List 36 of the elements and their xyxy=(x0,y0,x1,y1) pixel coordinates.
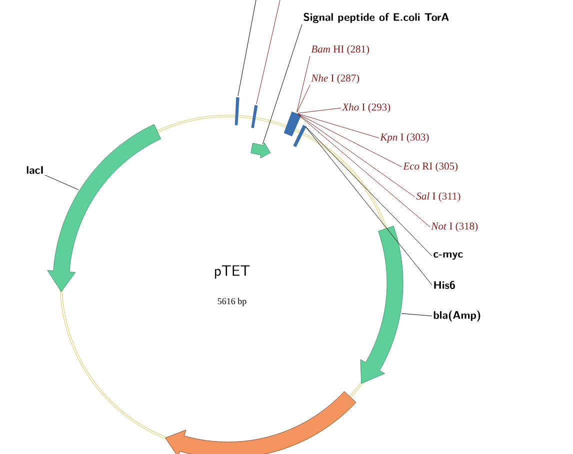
feature-label: His6 xyxy=(434,280,455,290)
plasmid-name: pTET xyxy=(215,265,250,279)
feature-label: Signal peptide of E.coli TorA xyxy=(304,12,449,24)
gene-segment xyxy=(250,142,271,158)
feature-label: bla(Amp) xyxy=(434,310,480,322)
site-label: Nhe I (287) xyxy=(311,74,360,84)
site-bar xyxy=(234,97,240,126)
site-bar xyxy=(293,124,306,148)
gene-segment xyxy=(47,124,162,292)
leader-line xyxy=(401,313,432,316)
leader-line xyxy=(296,84,310,112)
gene-segment xyxy=(165,391,356,454)
leader-line xyxy=(298,114,402,168)
plasmid-size: 5616 bp xyxy=(218,298,246,306)
leader-line xyxy=(306,126,432,256)
site-bar xyxy=(251,104,258,128)
leader-line xyxy=(298,114,430,228)
site-bar xyxy=(284,111,302,136)
leader-line xyxy=(44,174,79,190)
leader-line xyxy=(298,108,342,114)
site-label: Kpn I (303) xyxy=(380,133,429,143)
leader-line xyxy=(305,126,432,286)
site-label: Xho I (293) xyxy=(342,103,390,113)
leader-line xyxy=(262,24,302,144)
feature-label: c-myc xyxy=(434,252,463,260)
site-label: Sal I (311) xyxy=(416,192,460,202)
leader-line xyxy=(298,114,416,198)
site-label: Eco RI (305) xyxy=(403,162,458,172)
gene-segment xyxy=(360,226,404,384)
feature-label: lacI xyxy=(26,166,43,174)
leader-line xyxy=(238,0,256,96)
leader-line xyxy=(298,113,380,138)
site-label: Not I (318) xyxy=(431,222,478,232)
leader-line xyxy=(296,56,310,112)
leader-line xyxy=(256,0,280,104)
site-label: Bam HI (281) xyxy=(311,45,370,55)
